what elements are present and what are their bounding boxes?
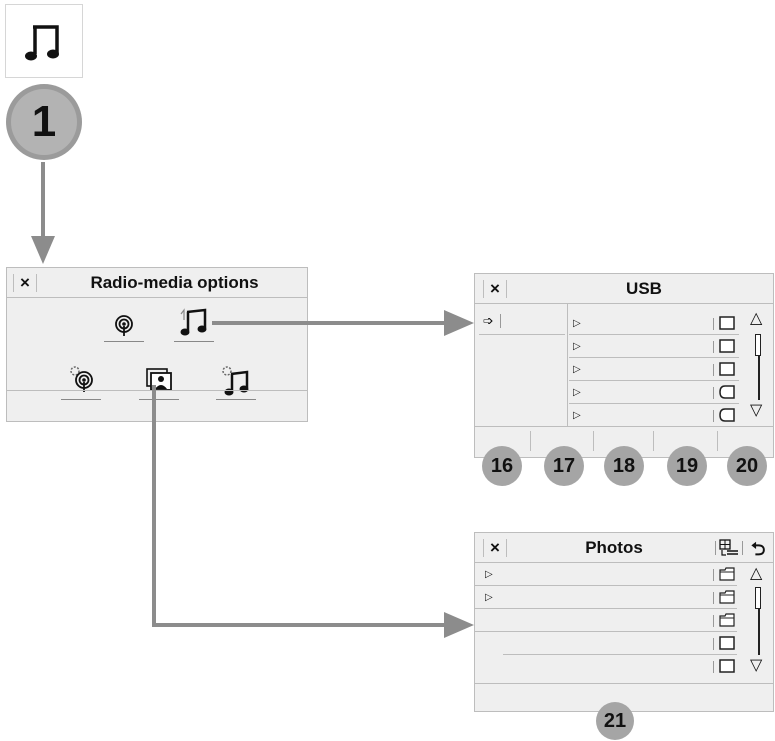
flow-arrow-photos-h <box>152 623 448 627</box>
radio-icon <box>115 315 133 336</box>
list-item[interactable]: ▷ <box>569 381 745 404</box>
scroll-thumb[interactable] <box>755 587 761 609</box>
music-icon <box>180 308 207 336</box>
music-button[interactable] <box>174 306 214 342</box>
list-item[interactable]: ▷ <box>569 335 745 358</box>
folder-icon <box>719 589 735 609</box>
square-icon <box>719 635 735 655</box>
softkey-badge: 21 <box>596 702 634 740</box>
music-settings-button[interactable] <box>216 364 256 400</box>
close-button[interactable]: × <box>483 280 507 298</box>
play-icon: ▷ <box>573 409 581 421</box>
panel-title: Radio-media options <box>90 273 259 292</box>
list-item[interactable] <box>475 655 745 678</box>
folder-icon <box>719 612 735 632</box>
play-icon: ▷ <box>485 568 493 580</box>
flow-arrow-usb <box>212 321 448 325</box>
list-item[interactable] <box>475 632 745 655</box>
softkey-badge: 19 <box>667 446 707 486</box>
flow-arrow-photos <box>152 385 156 626</box>
return-icon[interactable]: ⮌ <box>751 539 766 559</box>
step-badge-label: 1 <box>31 97 57 146</box>
flow-arrow-photos-head <box>444 612 474 638</box>
music-settings-icon <box>222 366 249 396</box>
close-button[interactable]: × <box>13 274 37 292</box>
list-item[interactable]: ▷ <box>475 563 745 586</box>
music-source-tile[interactable] <box>5 4 83 78</box>
usb-panel: × USB ➩ ▷ ▷ ▷ ▷ ▷ △ ▽ <box>474 273 774 458</box>
list-item[interactable]: ▷ <box>475 586 745 609</box>
photo-list-view-button[interactable] <box>715 537 743 559</box>
flow-arrow <box>41 162 45 242</box>
radio-button[interactable] <box>104 312 144 342</box>
list-item[interactable]: ▷ <box>569 312 745 335</box>
flow-arrow-usb-head <box>444 310 474 336</box>
list-item[interactable]: ▷ <box>569 358 745 381</box>
panel-header: × USB <box>475 274 773 304</box>
panel-header: × Photos ⮌ <box>475 533 773 563</box>
scroll-up-icon[interactable]: △ <box>750 565 763 582</box>
step-badge: 1 <box>6 84 82 160</box>
folder-tab-icon <box>719 384 735 404</box>
list-item[interactable] <box>475 609 745 632</box>
folder-icon <box>719 566 735 586</box>
usb-back-item[interactable]: ➩ <box>475 304 567 335</box>
photos-icon <box>146 368 172 391</box>
panel-header: × Radio-media options <box>7 268 307 298</box>
close-button[interactable]: × <box>483 539 507 557</box>
play-icon: ▷ <box>485 591 493 603</box>
square-icon <box>719 658 735 678</box>
panel-title: USB <box>626 279 662 298</box>
list-item[interactable]: ▷ <box>569 404 745 427</box>
scrollbar[interactable]: △ ▽ <box>749 565 769 677</box>
photo-grid-list-icon <box>719 539 738 556</box>
scroll-thumb[interactable] <box>755 334 761 356</box>
play-icon: ▷ <box>573 317 581 329</box>
flow-arrow-head <box>31 236 55 264</box>
photos-button[interactable] <box>139 366 179 400</box>
scroll-down-icon[interactable]: ▽ <box>750 657 763 674</box>
play-icon: ▷ <box>573 363 581 375</box>
play-icon: ▷ <box>573 340 581 352</box>
play-icon: ▷ <box>573 386 581 398</box>
softkey-badge: 16 <box>482 446 522 486</box>
square-icon <box>719 361 735 381</box>
scroll-up-icon[interactable]: △ <box>750 310 763 327</box>
softkey-badge: 18 <box>604 446 644 486</box>
enter-arrow-icon: ➩ <box>483 313 494 328</box>
scroll-down-icon[interactable]: ▽ <box>750 402 763 419</box>
music-note-icon <box>25 25 59 61</box>
square-icon <box>719 315 735 335</box>
softkey-badge: 17 <box>544 446 584 486</box>
radio-media-options-panel: × Radio-media options <box>6 267 308 422</box>
square-icon <box>719 338 735 358</box>
photos-panel: × Photos ⮌ ▷ ▷ △ ▽ <box>474 532 774 712</box>
panel-title: Photos <box>585 538 643 557</box>
radio-settings-button[interactable] <box>61 364 101 400</box>
softkey-badge: 20 <box>727 446 767 486</box>
folder-tab-icon <box>719 407 735 427</box>
scrollbar[interactable]: △ ▽ <box>749 310 769 424</box>
